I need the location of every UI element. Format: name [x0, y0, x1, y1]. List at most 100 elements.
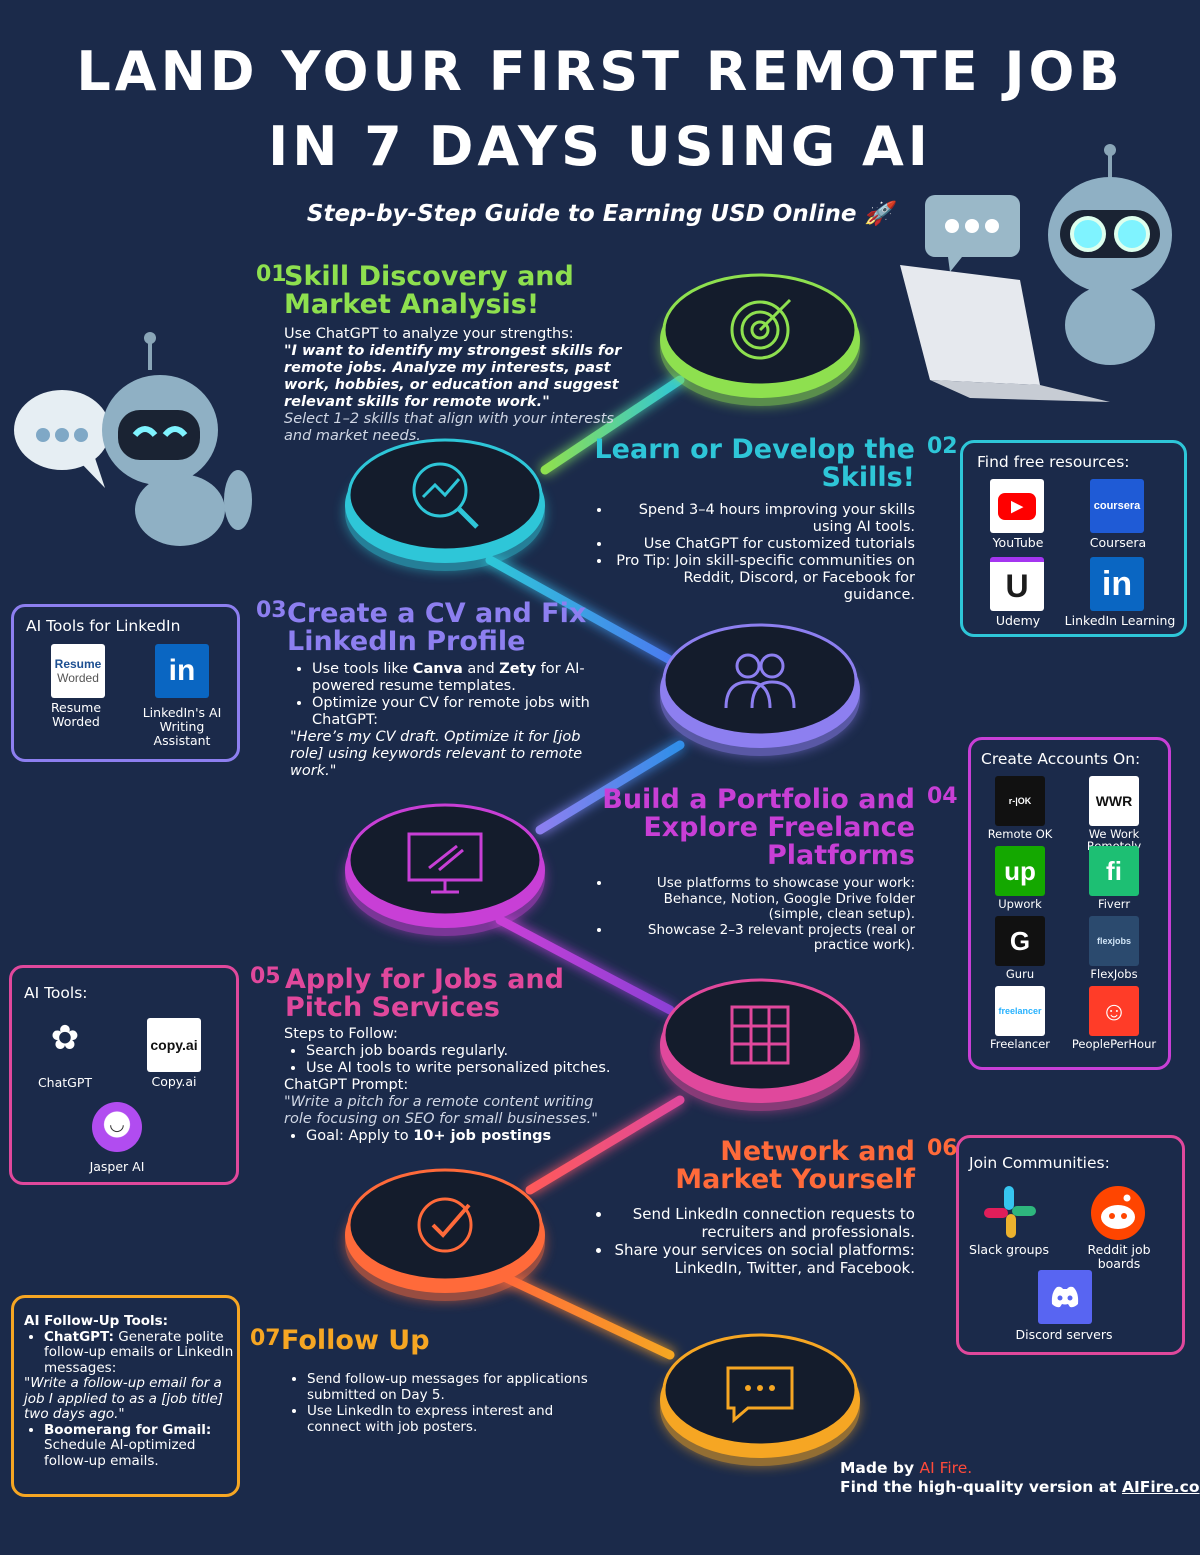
youtube-label: YouTube	[992, 535, 1044, 550]
step-5-bullet: Use AI tools to write personalized pitch…	[306, 1060, 624, 1077]
create-accounts-title: Create Accounts On:	[981, 750, 1141, 768]
step-5-prompt-label: ChatGPT Prompt:	[284, 1077, 409, 1093]
discord-label: Discord servers	[1015, 1327, 1113, 1342]
freelancer-icon[interactable]: freelancer	[995, 986, 1045, 1036]
jasper-label: Jasper AI	[89, 1159, 145, 1174]
upwork-icon[interactable]: up	[995, 846, 1045, 896]
followup-tools-title: AI Follow-Up Tools:	[24, 1313, 169, 1329]
users-icon	[724, 653, 796, 709]
coursera-icon[interactable]: coursera	[1090, 479, 1144, 533]
step-2-bullet: Use ChatGPT for customized tutorials	[612, 536, 915, 553]
step-5-goal: Goal: Apply to 10+ job postings	[306, 1128, 624, 1145]
step-5-disc	[660, 978, 860, 1111]
resume-worded-glyph-line-2: Worded	[57, 671, 99, 685]
linkedin-tools-box: AI Tools for LinkedIn Resume Worded Resu…	[11, 604, 240, 762]
communities-box: Join Communities: Slack groups Reddit jo…	[956, 1135, 1185, 1355]
slack-icon[interactable]	[982, 1184, 1038, 1240]
step-6-body: Send LinkedIn connection requests to rec…	[590, 1205, 915, 1277]
step-5-prompt: "Write a pitch for a remote content writ…	[284, 1094, 598, 1127]
discord-icon[interactable]	[1038, 1270, 1092, 1324]
step-2-title-line-2: Skills!	[821, 462, 915, 493]
guru-icon[interactable]: G	[995, 916, 1045, 966]
free-resources-box: Find free resources: ▶ YouTube coursera …	[960, 440, 1187, 637]
monitor-growth-icon	[407, 832, 483, 894]
page-title-line-2: in 7 Days Using AI	[268, 115, 932, 178]
step-4-title-line-3: Platforms	[767, 840, 915, 871]
step-6-title-line-2: Market Yourself	[675, 1164, 915, 1195]
step-1-title-line-2: Market Analysis!	[284, 289, 540, 320]
followup-boomerang-item: Boomerang for Gmail: Schedule AI-optimiz…	[44, 1421, 234, 1470]
followup-boomerang-text: Schedule AI-optimized follow-up emails.	[44, 1437, 196, 1469]
step-2-number: 02	[927, 434, 958, 459]
step-3-bullet-text: for AI-powered resume templates.	[312, 661, 585, 694]
step-7-bullet: Send follow-up messages for applications…	[307, 1371, 595, 1403]
step-5-title: Apply for Jobs and Pitch Services	[285, 966, 564, 1022]
step-5-steps-label: Steps to Follow:	[284, 1026, 398, 1042]
slack-label: Slack groups	[969, 1242, 1049, 1257]
linkedin-learning-icon[interactable]: in	[1090, 557, 1144, 611]
check-circle-icon	[417, 1197, 473, 1253]
step-5-body: Steps to Follow: Search job boards regul…	[284, 1026, 624, 1145]
grid-board-icon	[730, 1005, 790, 1065]
chatgpt-label: ChatGPT	[37, 1075, 93, 1090]
step-3-bullet-text: and	[462, 661, 500, 677]
step-4-disc	[345, 803, 545, 936]
freelancer-label: Freelancer	[989, 1037, 1051, 1051]
copyai-label: Copy.ai	[151, 1074, 197, 1089]
step-5-bullet: Search job boards regularly.	[306, 1043, 624, 1060]
udemy-icon[interactable]: U	[990, 557, 1044, 611]
linkedin-tools-title: AI Tools for LinkedIn	[26, 617, 181, 635]
copyai-icon[interactable]: copy.ai	[147, 1018, 201, 1072]
upwork-label: Upwork	[998, 897, 1042, 911]
youtube-icon[interactable]: ▶	[990, 479, 1044, 533]
step-3-prompt: "Here’s my CV draft. Optimize it for [jo…	[290, 729, 583, 779]
resume-worded-glyph-line-1: Resume	[54, 657, 102, 671]
step-2-bullet: Spend 3–4 hours improving your skills us…	[612, 502, 915, 536]
linkedin-assistant-icon[interactable]: in	[155, 644, 209, 698]
step-3-disc	[660, 623, 860, 756]
step-7-bullet: Use LinkedIn to express interest and con…	[307, 1403, 595, 1435]
step-3-bullet-text: Use tools like	[312, 661, 413, 677]
step-2-bullet: Pro Tip: Join skill-specific communities…	[612, 553, 915, 604]
flexjobs-icon[interactable]: flexjobs	[1089, 916, 1139, 966]
guru-label: Guru	[1005, 967, 1035, 981]
step-4-number: 04	[927, 784, 958, 809]
step-1-prompt: "I want to identify my strongest skills …	[284, 343, 622, 410]
ai-tools-box: AI Tools: ✿ ChatGPT copy.ai Copy.ai ◡ Ja…	[9, 965, 239, 1185]
footer-site-link[interactable]: AIFire.co	[1121, 1478, 1200, 1496]
remote-ok-label: Remote OK	[987, 827, 1053, 841]
step-2-disc	[345, 438, 545, 571]
step-4-body: Use platforms to showcase your work: Beh…	[590, 875, 915, 954]
coursera-label: Coursera	[1089, 535, 1147, 550]
reddit-icon[interactable]	[1091, 1186, 1145, 1240]
peopleperhour-label: PeoplePerHour	[1071, 1037, 1157, 1051]
page-subtitle: Step-by-Step Guide to Earning USD Online…	[306, 201, 894, 227]
step-5-title-line-2: Pitch Services	[285, 992, 500, 1023]
peopleperhour-icon[interactable]: ☺	[1089, 986, 1139, 1036]
followup-prompt: "Write a follow-up email for a job I app…	[24, 1375, 224, 1422]
step-1-body: Use ChatGPT to analyze your strengths: "…	[284, 326, 634, 445]
followup-tools-box: AI Follow-Up Tools: ChatGPT: Generate po…	[11, 1295, 240, 1497]
free-resources-title: Find free resources:	[977, 453, 1130, 471]
step-1-note: Select 1–2 skills that align with your i…	[284, 411, 614, 444]
followup-boomerang-name: Boomerang for Gmail:	[44, 1421, 212, 1438]
resume-worded-label: Resume Worded	[50, 700, 102, 729]
step-3-body: Use tools like Canva and Zety for AI-pow…	[290, 661, 610, 780]
step-3-bullet: Optimize your CV for remote jobs with Ch…	[312, 695, 610, 729]
youtube-play-glyph: ▶	[998, 492, 1036, 520]
chatgpt-icon[interactable]: ✿	[50, 1018, 80, 1058]
remote-ok-icon[interactable]: r-|OK	[995, 776, 1045, 826]
we-work-remotely-icon[interactable]: WWR	[1089, 776, 1139, 826]
page-title-line-1: Land Your First Remote Job	[76, 40, 1124, 103]
followup-chatgpt-name: ChatGPT:	[44, 1328, 114, 1345]
communities-title: Join Communities:	[969, 1154, 1110, 1172]
resume-worded-icon[interactable]: Resume Worded	[51, 644, 105, 698]
step-1-intro: Use ChatGPT to analyze your strengths:	[284, 326, 574, 342]
step-7-disc	[660, 1333, 860, 1466]
footer-find-text: Find the high-quality version at	[840, 1478, 1122, 1496]
jasper-icon[interactable]: ◡	[92, 1102, 142, 1152]
fiverr-icon[interactable]: fi	[1089, 846, 1139, 896]
step-4-title: Build a Portfolio and Explore Freelance …	[560, 786, 915, 870]
